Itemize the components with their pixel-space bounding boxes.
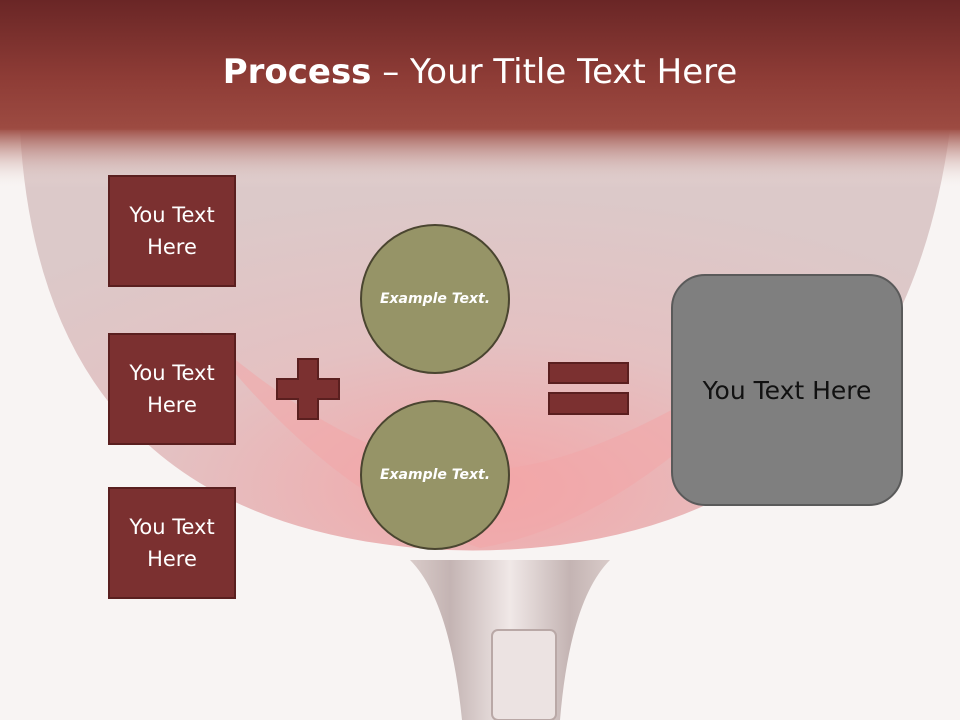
slide-title: Process – Your Title Text Here bbox=[0, 52, 960, 92]
result-box[interactable]: You Text Here bbox=[671, 274, 903, 506]
title-rest: – Your Title Text Here bbox=[371, 52, 738, 92]
example-circle-1[interactable]: Example Text. bbox=[360, 224, 510, 374]
example-circle-2[interactable]: Example Text. bbox=[360, 400, 510, 550]
plus-icon bbox=[276, 358, 340, 420]
equals-icon bbox=[548, 362, 629, 415]
input-box-2[interactable]: You Text Here bbox=[108, 333, 236, 445]
title-bold: Process bbox=[222, 52, 372, 92]
input-box-3[interactable]: You Text Here bbox=[108, 487, 236, 599]
input-box-1[interactable]: You Text Here bbox=[108, 175, 236, 287]
